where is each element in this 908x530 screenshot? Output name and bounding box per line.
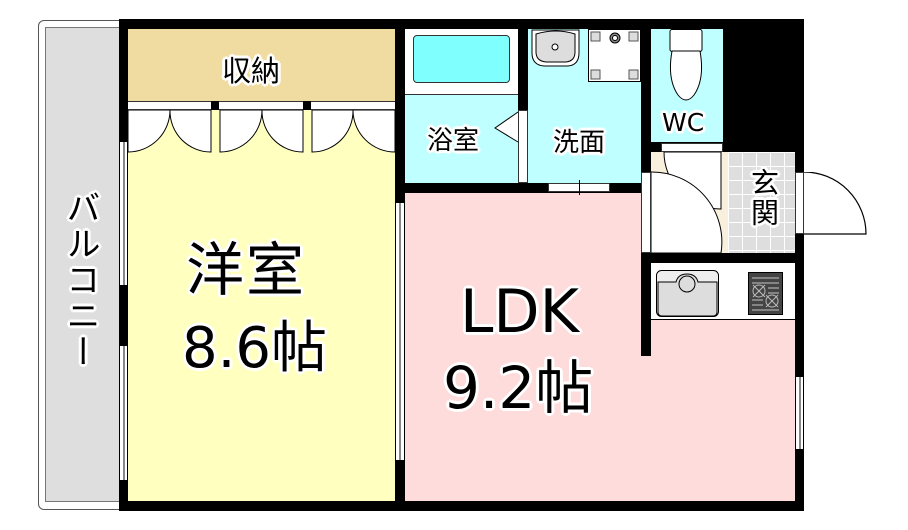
- ldk-label: LDK: [460, 277, 579, 347]
- storage-post: [303, 101, 311, 110]
- balcony-floor: [45, 27, 120, 502]
- washroom-door-mark: [579, 180, 580, 195]
- wall-right: [795, 19, 804, 511]
- storage-post: [211, 101, 219, 110]
- wall-kitchen-top: [641, 253, 804, 263]
- storage-room: [128, 29, 395, 101]
- wc-door[interactable]: [661, 143, 723, 152]
- wall-bottom: [119, 501, 804, 511]
- toilet-icon: [669, 29, 703, 101]
- entrance-floor: [728, 152, 795, 253]
- bathtub-basin: [413, 35, 510, 83]
- wc-label: WC: [662, 108, 705, 137]
- wall-wash-wc: [641, 29, 651, 193]
- storage-rail: [128, 101, 395, 110]
- wall-top: [119, 19, 804, 29]
- gas-stove-icon: [748, 272, 783, 315]
- balcony-label: バルコニー: [60, 190, 100, 370]
- wall-wet-ldk: [395, 183, 651, 193]
- window-balcony-upper: [119, 142, 128, 285]
- entrance-door[interactable]: [795, 172, 804, 234]
- wash-basin-icon: [531, 29, 580, 67]
- washroom-label: 洗面: [553, 128, 606, 158]
- bath-door[interactable]: [518, 110, 528, 183]
- bath-door-fold-icon: [494, 111, 519, 143]
- wall-block-ne: [723, 19, 804, 152]
- window-ldk-east: [795, 377, 804, 449]
- ldk-door-jamb: [641, 172, 651, 253]
- ldk-size: 9.2帖: [443, 354, 594, 422]
- western-room-label: 洋室: [186, 236, 307, 304]
- sliding-door-western-ldk[interactable]: [395, 203, 405, 460]
- washing-machine-pan-icon: [588, 29, 641, 82]
- storage-door-swings: [128, 110, 395, 153]
- bathroom-label: 浴室: [427, 126, 480, 156]
- entrance-label: 玄関: [747, 168, 780, 228]
- hallway-door-swings: [651, 152, 723, 253]
- western-room: [128, 101, 395, 501]
- entrance-door-swing: [804, 172, 867, 235]
- wall-kitchen-stub: [641, 253, 651, 356]
- kitchen-sink-icon: [656, 270, 719, 317]
- window-balcony-lower: [119, 346, 128, 480]
- western-room-size: 8.6帖: [182, 316, 328, 381]
- storage-label: 収納: [222, 54, 281, 88]
